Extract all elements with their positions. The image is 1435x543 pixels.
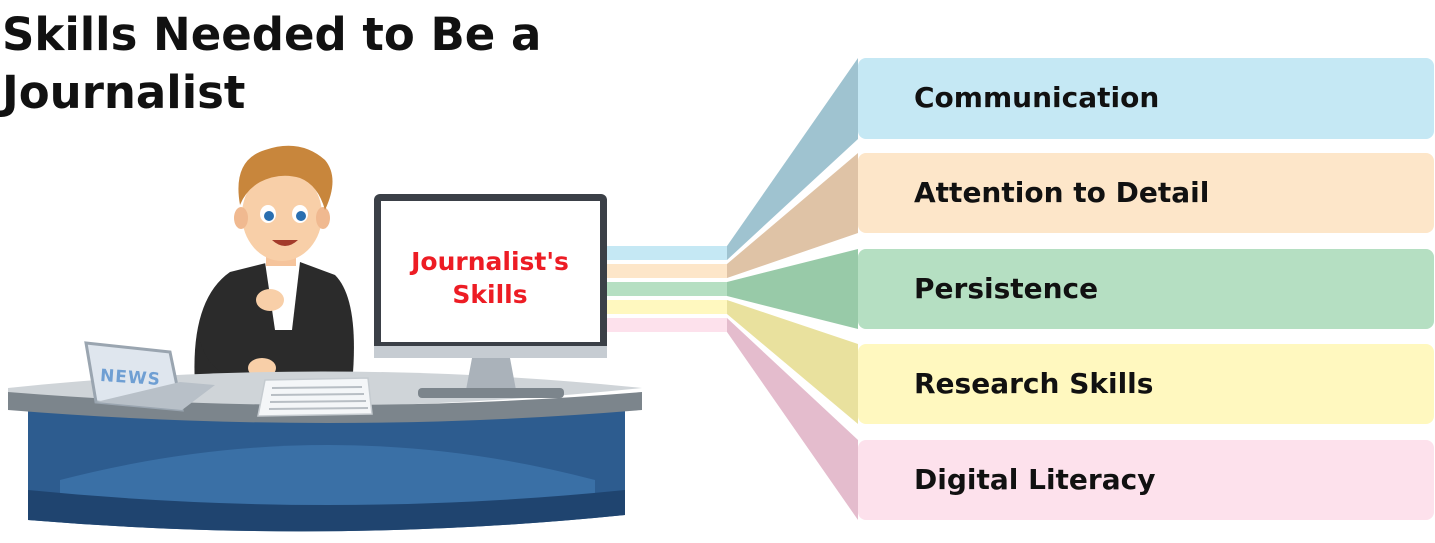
desk-base-highlight bbox=[60, 445, 595, 510]
news-desk bbox=[28, 405, 625, 532]
wedge-communication bbox=[727, 58, 858, 260]
monitor-screen bbox=[381, 201, 600, 342]
paper-sheet bbox=[257, 377, 373, 417]
hair bbox=[238, 145, 333, 210]
monitor-neck bbox=[466, 358, 516, 390]
skill-box-bg-persistence bbox=[858, 249, 1434, 329]
wedge-attention bbox=[727, 153, 858, 278]
monitor-stand bbox=[418, 388, 564, 398]
skill-label-digital: Digital Literacy bbox=[914, 463, 1156, 496]
desk-base-shadow bbox=[28, 490, 625, 532]
skill-box-backgrounds bbox=[858, 58, 1434, 520]
connector-strips bbox=[607, 246, 727, 332]
skill-box-research: Research Skills bbox=[858, 344, 1434, 424]
face bbox=[242, 169, 322, 261]
hand-pointing bbox=[256, 289, 284, 311]
page-title: Skills Needed to Be a Journalist bbox=[2, 8, 542, 119]
laptop-news-label: NEWS bbox=[99, 365, 162, 391]
pupil-left bbox=[264, 211, 274, 221]
skill-box-attention: Attention to Detail bbox=[858, 153, 1434, 233]
ear-left bbox=[234, 207, 248, 229]
monitor bbox=[374, 194, 607, 398]
skill-box-bg-attention bbox=[858, 153, 1434, 233]
skill-label-attention: Attention to Detail bbox=[914, 176, 1210, 209]
wedge-digital bbox=[727, 318, 858, 520]
skill-box-digital: Digital Literacy bbox=[858, 440, 1434, 520]
skill-box-communication: Communication bbox=[858, 58, 1434, 138]
skill-label-communication: Communication bbox=[914, 81, 1160, 114]
skill-label-persistence: Persistence bbox=[914, 272, 1099, 305]
connector-strip-persistence bbox=[607, 282, 727, 296]
wedge-persistence bbox=[727, 249, 858, 329]
connector-strip-digital bbox=[607, 318, 727, 332]
mouth bbox=[272, 240, 298, 246]
skill-label-research: Research Skills bbox=[914, 367, 1154, 400]
pupil-right bbox=[296, 211, 306, 221]
laptop bbox=[84, 341, 215, 412]
monitor-screen-text: Journalist's Skills bbox=[411, 247, 569, 309]
skill-box-persistence: Persistence bbox=[858, 249, 1434, 329]
skill-box-bg-digital bbox=[858, 440, 1434, 520]
ear-right bbox=[316, 207, 330, 229]
monitor-chin bbox=[374, 346, 607, 358]
skill-box-bg-research bbox=[858, 344, 1434, 424]
wedge-research bbox=[727, 300, 858, 424]
skill-box-bg-communication bbox=[858, 58, 1434, 139]
connector-strip-research bbox=[607, 300, 727, 314]
connector-strip-attention bbox=[607, 264, 727, 278]
connector-strip-communication bbox=[607, 246, 727, 260]
funnel-wedges bbox=[727, 58, 858, 520]
journalist-figure bbox=[194, 145, 354, 392]
laptop-base bbox=[96, 382, 215, 410]
papers bbox=[257, 377, 373, 417]
